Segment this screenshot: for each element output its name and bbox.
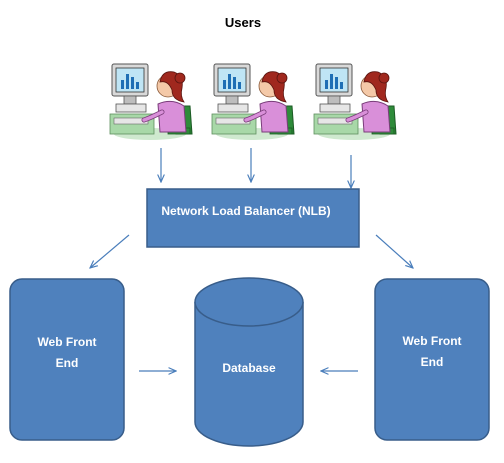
arrow-nlb-to-left-web xyxy=(90,234,130,268)
load-balancer-label: Network Load Balancer (NLB) xyxy=(161,204,330,218)
arrow-nlb-to-right-web xyxy=(375,234,413,268)
user-1-icon xyxy=(110,64,192,140)
user-3-icon xyxy=(314,64,396,140)
web-front-end-left-box: Web Front End xyxy=(9,278,125,441)
load-balancer-box: Network Load Balancer (NLB) xyxy=(146,188,360,248)
web-front-end-right-line2: End xyxy=(421,355,444,369)
database-label: Database xyxy=(222,361,276,375)
user-2-icon xyxy=(212,64,294,140)
web-front-end-right-line1: Web Front xyxy=(402,334,461,348)
web-front-end-right-box: Web Front End xyxy=(374,278,490,441)
web-front-end-left-line2: End xyxy=(56,356,79,370)
web-front-end-left-line1: Web Front xyxy=(37,335,96,349)
diagram-title: Users xyxy=(225,15,261,30)
database-cylinder: Database xyxy=(194,277,304,447)
